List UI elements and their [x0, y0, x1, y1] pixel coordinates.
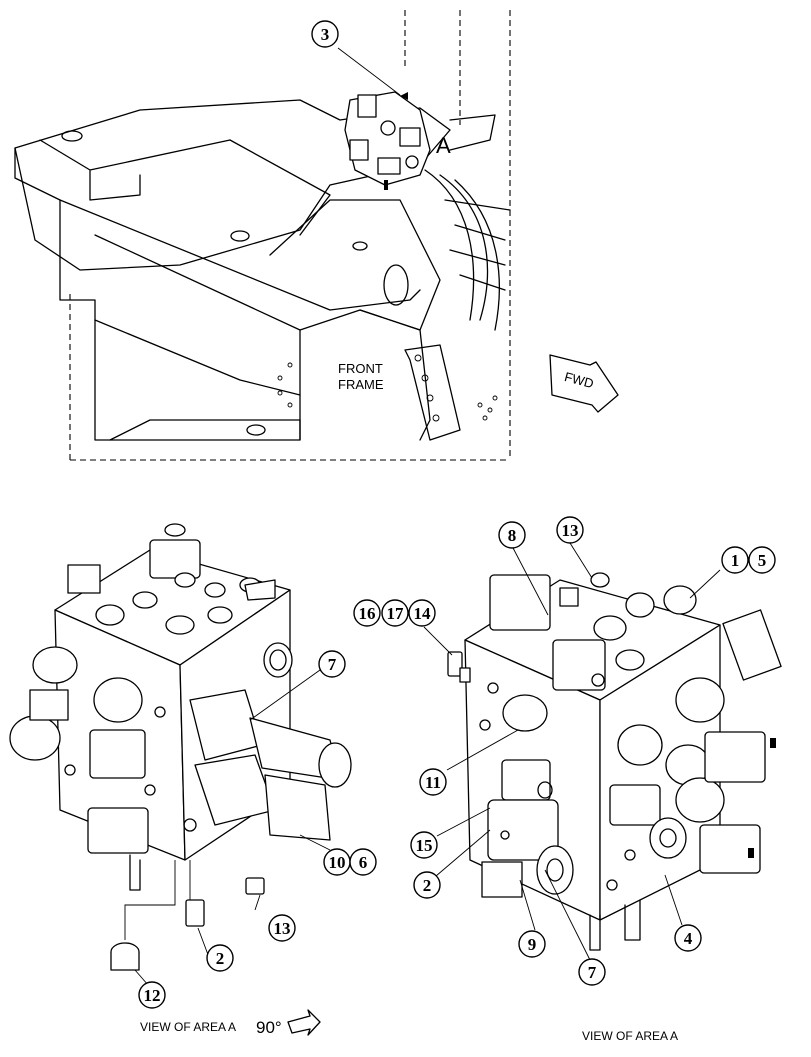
- valve-right-view: [423, 542, 782, 961]
- callout-13-right: 13: [556, 516, 584, 544]
- callout-2-left: 2: [206, 944, 234, 972]
- callout-7-right: 7: [578, 958, 606, 986]
- rotation-label: 90°: [256, 1018, 282, 1037]
- valve-left-view: [9, 523, 352, 994]
- callout-6: 6: [349, 848, 377, 876]
- fwd-label: FWD: [563, 369, 595, 391]
- view-area-a-right-label: VIEW OF AREA A: [582, 1029, 678, 1043]
- svg-text:13: 13: [274, 919, 291, 938]
- callout-4: 4: [674, 924, 702, 952]
- svg-text:6: 6: [359, 853, 368, 872]
- svg-text:12: 12: [144, 986, 161, 1005]
- fwd-arrow: FWD: [549, 354, 619, 413]
- svg-text:8: 8: [508, 526, 517, 545]
- callout-15: 15: [410, 831, 438, 859]
- callout-11: 11: [419, 768, 447, 796]
- callout-5: 5: [748, 546, 776, 574]
- callout-2-right: 2: [413, 871, 441, 899]
- svg-text:9: 9: [528, 935, 537, 954]
- callout-8: 8: [498, 521, 526, 549]
- callout-13-left: 13: [268, 914, 296, 942]
- svg-text:15: 15: [416, 836, 433, 855]
- callout-17: 17: [381, 599, 409, 627]
- callout-14: 14: [408, 599, 436, 627]
- callout-9: 9: [518, 930, 546, 958]
- svg-text:14: 14: [414, 604, 432, 623]
- svg-text:1: 1: [731, 551, 740, 570]
- svg-text:16: 16: [359, 604, 376, 623]
- area-a-label: A: [436, 133, 451, 158]
- front-frame-label-line2: FRAME: [338, 377, 384, 392]
- svg-text:4: 4: [684, 929, 693, 948]
- svg-text:13: 13: [562, 521, 579, 540]
- callout-16: 16: [353, 599, 381, 627]
- svg-text:10: 10: [329, 853, 346, 872]
- front-frame-label-line1: FRONT: [338, 361, 383, 376]
- front-frame-drawing: [14, 10, 511, 461]
- svg-text:7: 7: [588, 963, 597, 982]
- svg-text:3: 3: [321, 25, 330, 44]
- callout-7-left: 7: [318, 650, 346, 678]
- callout-10: 10: [323, 848, 351, 876]
- svg-text:2: 2: [216, 949, 225, 968]
- callout-1: 1: [721, 546, 749, 574]
- svg-text:17: 17: [387, 604, 405, 623]
- callout-12: 12: [138, 981, 166, 1009]
- view-area-a-left-label: VIEW OF AREA A: [140, 1020, 236, 1034]
- svg-text:5: 5: [758, 551, 767, 570]
- svg-text:11: 11: [425, 773, 441, 792]
- svg-text:7: 7: [328, 655, 337, 674]
- callout-3: 3: [311, 20, 401, 96]
- rotation-arrow-icon: [287, 1009, 321, 1036]
- svg-text:2: 2: [423, 876, 432, 895]
